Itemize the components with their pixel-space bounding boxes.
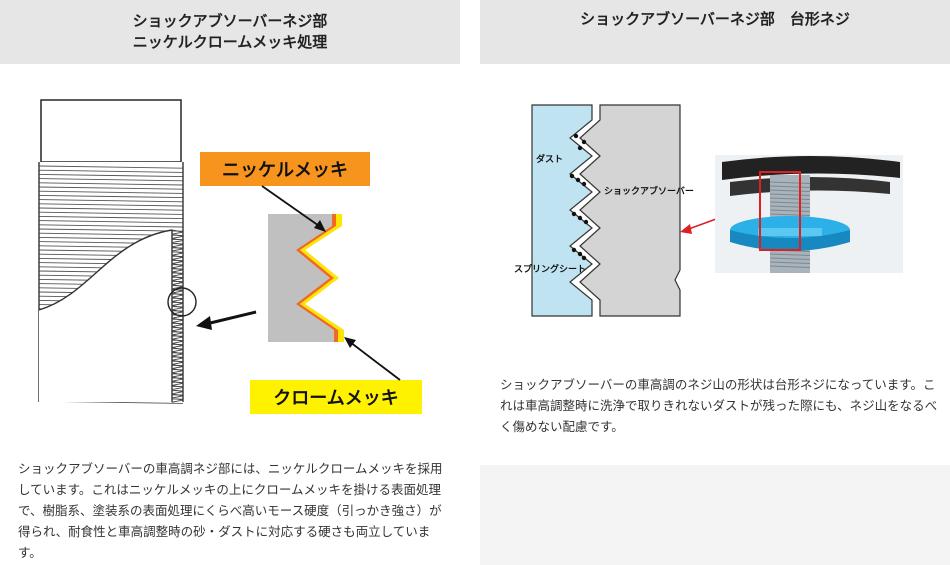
trapezoid-thread-diagram: ダスト ショックアブソーバー スプリングシート (514, 104, 903, 317)
spring-seat-label: スプリングシート (514, 263, 586, 275)
chrome-label: クロームメッキ (250, 380, 422, 414)
left-title-line1: ショックアブソーバーネジ部 (132, 12, 328, 30)
left-title-line2: ニッケルクロームメッキ処理 (132, 33, 328, 51)
panel-gutter (460, 0, 480, 565)
dust-label: ダスト (536, 153, 563, 165)
left-panel: ショックアブソーバーネジ部 ニッケルクロームメッキ処理 (0, 0, 460, 565)
dust-particles (569, 133, 589, 261)
shaft-head (40, 99, 182, 163)
plating-cross-section (268, 214, 360, 342)
nickel-chrome-diagram: ニッケルメッキ クロームメッキ (38, 99, 422, 414)
shock-absorber-shape (579, 104, 681, 317)
right-description: ショックアブソーバーの車高調のネジ山の形状は台形ネジになっています。これは車高調… (500, 377, 938, 434)
magnify-circle (167, 287, 197, 317)
chrome-label-text: クロームメッキ (273, 388, 398, 409)
coilover-photo (715, 155, 903, 273)
left-description: ショックアブソーバーの車高調ネジ部には、ニッケルクロームメッキを採用しています。… (18, 461, 443, 560)
zoom-arrow (196, 310, 257, 330)
right-panel-footer (480, 465, 950, 565)
left-panel-header: ショックアブソーバーネジ部 ニッケルクロームメッキ処理 (0, 0, 460, 64)
nickel-label: ニッケルメッキ (200, 152, 370, 186)
threaded-shaft (38, 162, 184, 404)
nickel-label-text: ニッケルメッキ (222, 160, 348, 181)
shock-label: ショックアブソーバー (604, 185, 694, 197)
right-panel-header: ショックアブソーバーネジ部 台形ネジ (480, 0, 950, 64)
right-title: ショックアブソーバーネジ部 台形ネジ (580, 10, 850, 28)
